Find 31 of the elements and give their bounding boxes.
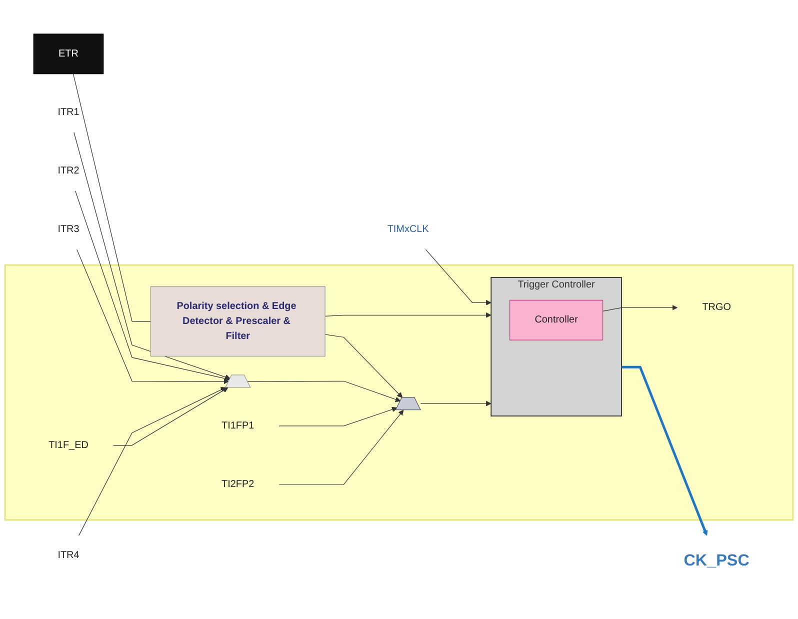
arrow — [324, 334, 403, 398]
arrow — [247, 380, 401, 402]
node-text: ITR4 — [58, 550, 80, 561]
node-box: ETR — [33, 34, 104, 74]
arrow — [324, 312, 492, 318]
arrow — [74, 190, 230, 382]
node-text: ITR2 — [58, 165, 80, 176]
node-text: TI2FP2 — [222, 479, 254, 490]
node-text: ITR3 — [58, 224, 80, 235]
node-trapezoid — [395, 397, 422, 410]
arrow — [76, 249, 230, 384]
arrow — [621, 366, 708, 536]
node-trapezoid — [224, 374, 251, 388]
node-text: TRGO — [702, 302, 731, 313]
cluster — [4, 264, 794, 521]
connector — [72, 74, 152, 322]
arrow — [74, 132, 230, 380]
node-text: TI1F_ED — [48, 440, 88, 450]
arrow — [113, 388, 228, 446]
arrow — [278, 406, 398, 426]
node-box: Polarity selection & Edge Detector & Prescaler & Filter — [150, 286, 326, 357]
arrow — [278, 410, 404, 485]
node-text: CK_PSC — [684, 550, 750, 570]
arrow — [425, 249, 492, 306]
arrow — [602, 305, 678, 312]
node-text: ITR1 — [58, 106, 80, 118]
node-box: Controller — [509, 300, 604, 340]
arrow — [420, 400, 492, 406]
node-text: TI1FP1 — [222, 420, 254, 432]
arrow — [78, 387, 226, 536]
node-text: TIMxCLK — [387, 224, 429, 235]
